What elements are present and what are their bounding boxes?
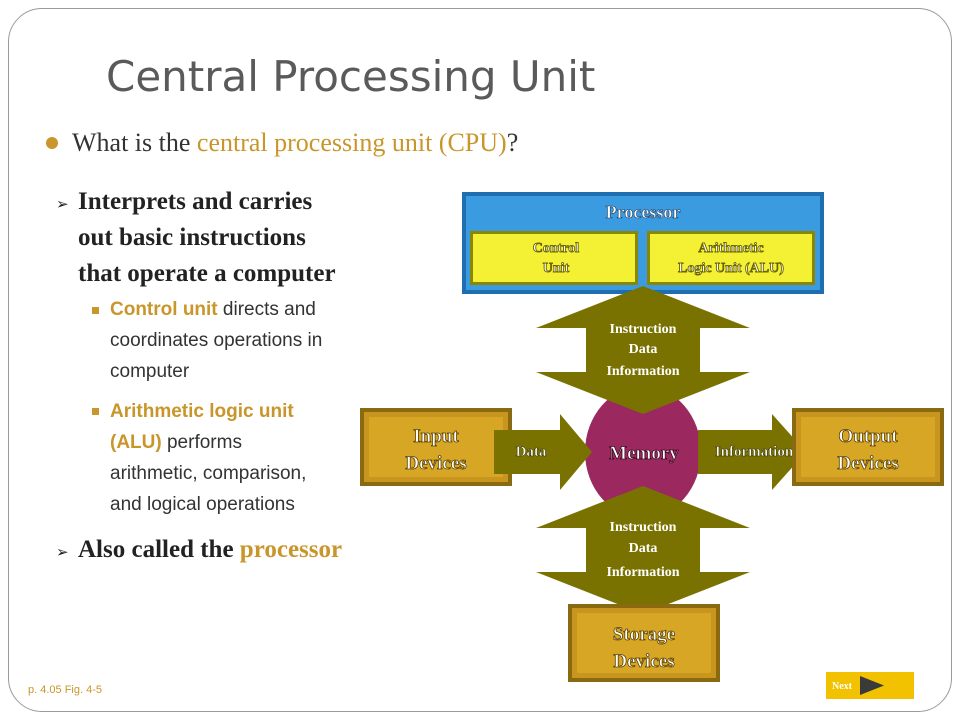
bullet-interprets: Interprets and carries out basic instruc… bbox=[78, 184, 398, 292]
output-devices-line: Output bbox=[838, 426, 898, 447]
sub-bullet-square bbox=[92, 408, 99, 415]
input-devices-line: Input bbox=[413, 426, 459, 447]
input-devices-box: Input Devices bbox=[360, 408, 512, 486]
slide-frame bbox=[8, 8, 952, 712]
control-unit-line: Control bbox=[533, 241, 580, 256]
input-devices-line: Devices bbox=[405, 453, 466, 474]
control-unit-box: Control Unit bbox=[470, 231, 638, 285]
data-arrow-label: Data bbox=[516, 444, 547, 460]
flow-label: Data bbox=[629, 541, 658, 556]
processor-label: Processor bbox=[606, 202, 681, 222]
next-button[interactable] bbox=[826, 672, 914, 699]
next-button-label: Next bbox=[832, 681, 852, 692]
alu-highlight: (ALU) bbox=[110, 432, 162, 453]
question-suffix: ? bbox=[506, 128, 519, 157]
bullet2-highlight: processor bbox=[239, 536, 343, 563]
storage-devices-box: Storage Devices bbox=[568, 604, 720, 682]
bullet-dot bbox=[46, 137, 58, 149]
play-arrow-icon bbox=[860, 676, 884, 695]
alu-line: Arithmetic bbox=[698, 241, 763, 256]
flow-label: Instruction bbox=[610, 520, 677, 535]
flow-label: Data bbox=[629, 342, 658, 357]
bullet2-prefix: Also called the bbox=[78, 536, 240, 563]
sub-line: and logical operations bbox=[110, 494, 295, 515]
sub-line: coordinates operations in bbox=[110, 330, 323, 351]
bullet-line: Interprets and carries bbox=[78, 188, 313, 215]
information-arrow-label: Information bbox=[715, 444, 794, 460]
control-unit-highlight: Control unit bbox=[110, 299, 218, 320]
storage-devices-line: Storage bbox=[613, 624, 675, 645]
control-unit-line: Unit bbox=[543, 261, 570, 276]
sub-line: performs bbox=[161, 432, 242, 453]
alu-box: Arithmetic Logic Unit (ALU) bbox=[647, 231, 815, 285]
sub-line: computer bbox=[110, 361, 190, 382]
flow-label: Information bbox=[606, 565, 679, 580]
sub-bullet-square bbox=[92, 307, 99, 314]
top-double-arrow: Instruction Data Information bbox=[536, 286, 750, 414]
slide-title: Central Processing Unit bbox=[106, 52, 596, 101]
question-highlight: central processing unit (CPU) bbox=[196, 128, 507, 157]
output-devices-line: Devices bbox=[837, 453, 898, 474]
information-arrow: Information bbox=[698, 414, 806, 490]
bottom-double-arrow: Instruction Data Information bbox=[536, 486, 750, 614]
storage-devices-line: Devices bbox=[613, 651, 674, 672]
flow-label: Information bbox=[606, 364, 679, 379]
alu-highlight: Arithmetic logic unit bbox=[110, 401, 294, 422]
arrow-bullet-icon: ➢ bbox=[56, 544, 69, 561]
flow-label: Instruction bbox=[610, 322, 677, 337]
data-arrow: Data bbox=[494, 414, 592, 490]
sub-bullet-control-unit: Control unit directs and coordinates ope… bbox=[110, 294, 400, 387]
arrow-bullet-icon: ➢ bbox=[56, 196, 69, 213]
alu-line: Logic Unit (ALU) bbox=[678, 261, 784, 276]
memory-label: Memory bbox=[609, 443, 679, 464]
bullet-line: out basic instructions bbox=[78, 224, 306, 251]
question-prefix: What is the bbox=[72, 128, 197, 157]
figure-reference: p. 4.05 Fig. 4-5 bbox=[28, 684, 102, 696]
sub-line: arithmetic, comparison, bbox=[110, 463, 307, 484]
sub-bullet-alu: Arithmetic logic unit (ALU) performs ari… bbox=[110, 396, 400, 520]
output-devices-box: Output Devices bbox=[792, 408, 944, 486]
question-text: What is the central processing unit (CPU… bbox=[72, 128, 518, 158]
bullet-also-called: Also called the processor bbox=[78, 532, 342, 568]
memory-circle bbox=[585, 386, 701, 518]
bullet-line: that operate a computer bbox=[78, 260, 336, 287]
sub-line: directs and bbox=[217, 299, 316, 320]
